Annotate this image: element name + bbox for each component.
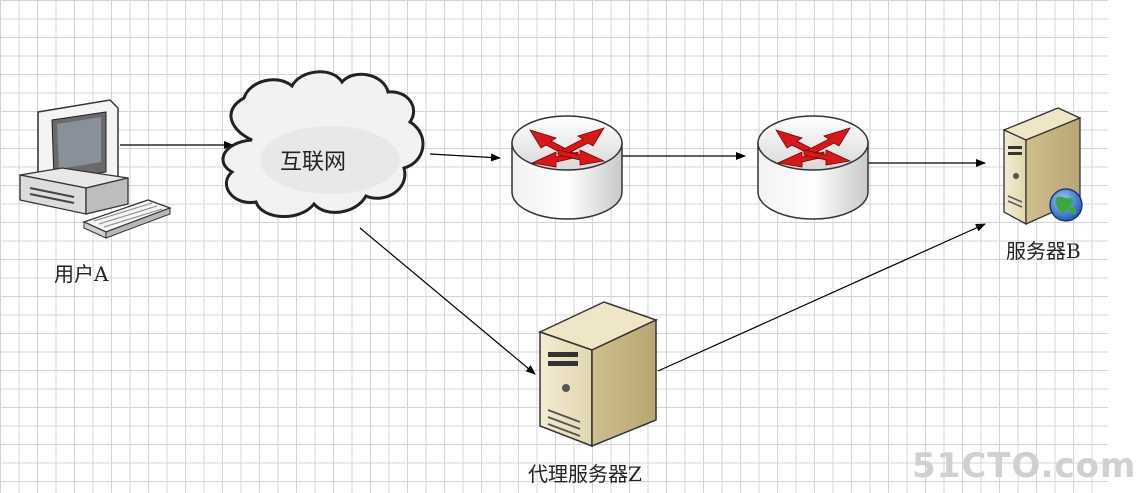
user-a-label: 用户A [54, 262, 109, 286]
network-diagram [19, 70, 1083, 448]
link-proxy-serverb [657, 223, 986, 372]
router-icon [511, 115, 623, 220]
link-internet-proxy [359, 227, 536, 375]
internet-label: 互联网 [280, 150, 347, 175]
globe-icon [1049, 188, 1083, 222]
proxy-server-z-label: 代理服务器Z [528, 462, 642, 486]
link-internet-router1 [429, 153, 501, 162]
server-icon [538, 301, 658, 448]
computer-icon [19, 99, 172, 239]
server-b-label: 服务器B [1006, 239, 1081, 263]
connection-lines [120, 141, 986, 375]
watermark-logo: 51CTO.com [912, 446, 1136, 486]
router-icon [757, 115, 869, 220]
internet-cloud-icon [221, 70, 425, 218]
